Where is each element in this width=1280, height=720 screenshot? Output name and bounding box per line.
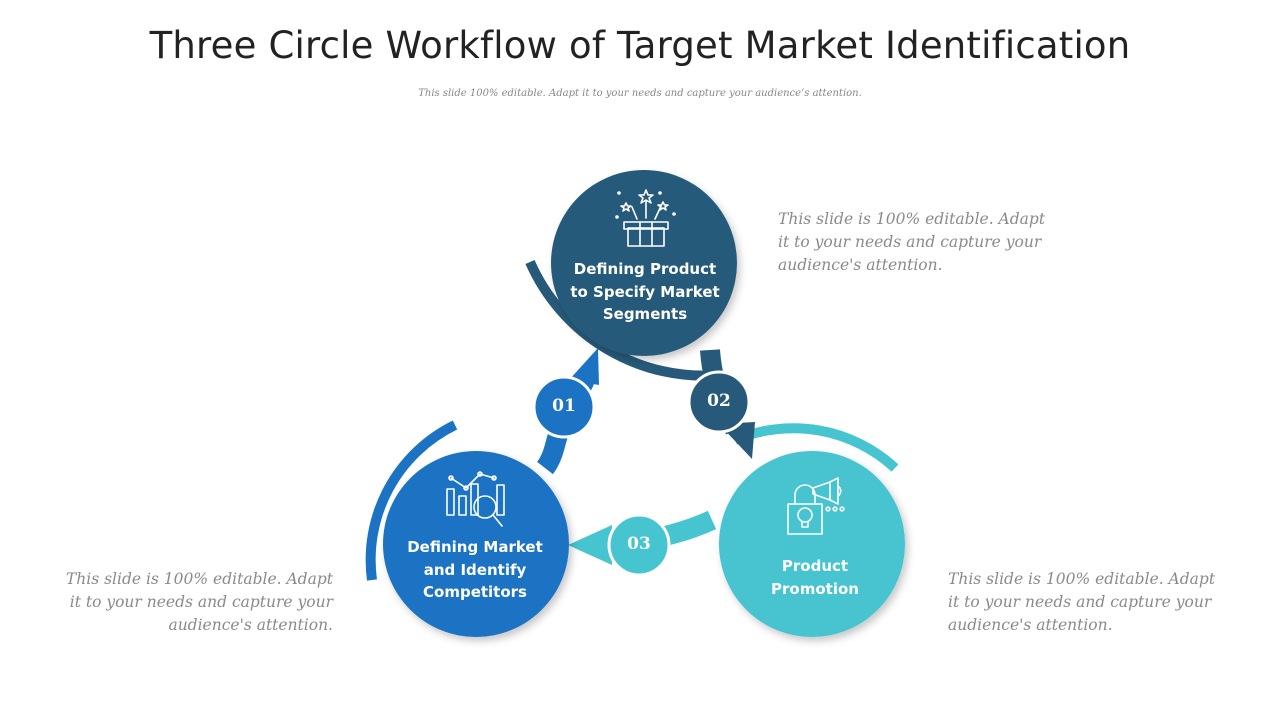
navy-outer-arc <box>525 259 721 381</box>
step-number-01: 01 <box>552 396 576 416</box>
badge-02 <box>687 370 751 434</box>
step-number-02: 02 <box>707 391 731 411</box>
step-number-03: 03 <box>627 534 651 554</box>
step-1-circle <box>551 170 737 356</box>
step-2-label: Defining Market and Identify Competitors <box>407 538 543 601</box>
step-2-circle <box>383 451 569 637</box>
step-3-label: Product Promotion <box>771 557 859 598</box>
blue-outer-arc <box>365 420 458 581</box>
arrow-03 <box>568 525 612 565</box>
step-3-circle <box>719 451 905 637</box>
step-2-description: This slide is 100% editable. Adapt it to… <box>65 570 333 634</box>
bar-chart-magnifier-icon <box>446 471 505 527</box>
badge-03 <box>607 513 671 577</box>
step-1-label: Defining Product to Specify Market Segme… <box>570 260 720 323</box>
gift-box-fireworks-icon <box>615 189 676 247</box>
badge-01 <box>532 375 596 439</box>
slide-subtitle: This slide 100% editable. Adapt it to yo… <box>418 88 862 99</box>
step-3-description: This slide is 100% editable. Adapt it to… <box>948 570 1216 634</box>
teal-outer-arc <box>733 423 899 472</box>
slide-title: Three Circle Workflow of Target Market I… <box>149 24 1131 67</box>
step-1-description: This slide is 100% editable. Adapt it to… <box>778 210 1046 274</box>
megaphone-lightbulb-bag-icon <box>787 477 845 535</box>
arrow-01 <box>569 348 599 385</box>
